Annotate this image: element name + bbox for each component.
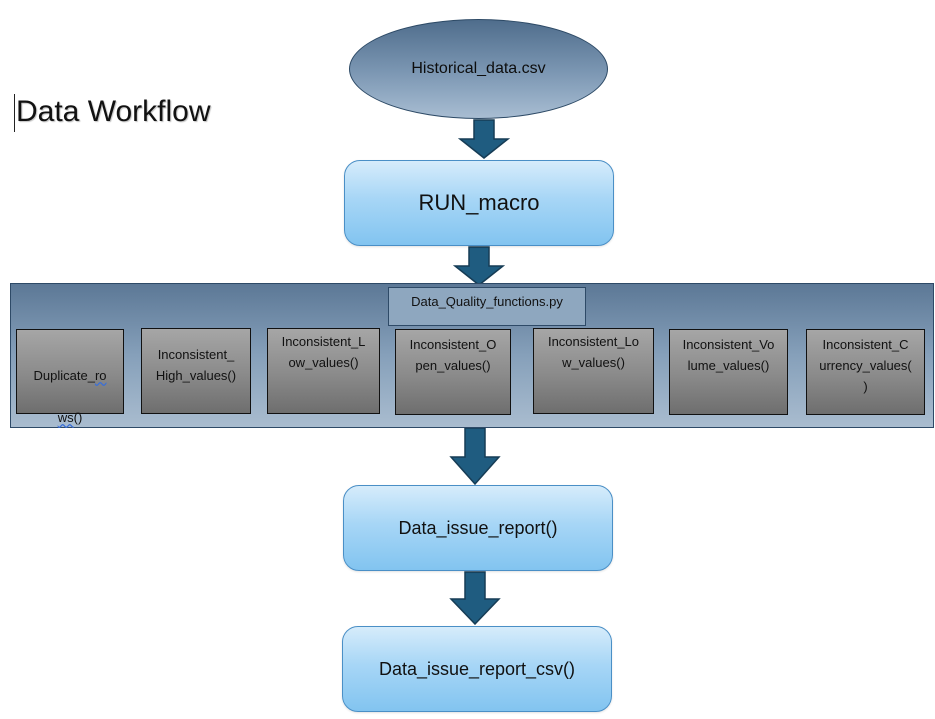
function-box-inconsistent-open: Inconsistent_O pen_values() — [395, 329, 511, 415]
data-issue-report-csv-node: Data_issue_report_csv() — [342, 626, 612, 712]
function-box-inconsistent-volume: Inconsistent_Vo lume_values() — [669, 329, 788, 415]
function-box-inconsistent-high: Inconsistent_ High_values() — [141, 328, 251, 414]
function-box-duplicate-rows: Duplicate_ro ws() — [16, 329, 124, 425]
diagram-title: Data Workflow — [16, 95, 211, 128]
data-issue-report-node: Data_issue_report() — [343, 485, 613, 571]
text-cursor — [14, 94, 15, 132]
input-file-label: Historical_data.csv — [411, 60, 546, 77]
arrow-down-icon — [458, 119, 510, 159]
arrow-down-icon — [453, 246, 505, 286]
run-macro-node: RUN_macro — [344, 160, 614, 246]
data-issue-report-label: Data_issue_report() — [398, 517, 558, 538]
input-file-node: Historical_data.csv — [349, 19, 608, 119]
function-box-inconsistent-currency: Inconsistent_C urrency_values( ) — [806, 329, 925, 415]
run-macro-label: RUN_macro — [418, 190, 540, 215]
module-label: Data_Quality_functions.py — [388, 287, 586, 326]
function-box-inconsistent-low: Inconsistent_L ow_values() — [267, 328, 380, 414]
data-issue-report-csv-label: Data_issue_report_csv() — [378, 658, 576, 679]
arrow-down-icon — [449, 571, 501, 625]
arrow-down-icon — [449, 427, 501, 485]
function-box-inconsistent-low-2: Inconsistent_Lo w_values() — [533, 328, 654, 414]
